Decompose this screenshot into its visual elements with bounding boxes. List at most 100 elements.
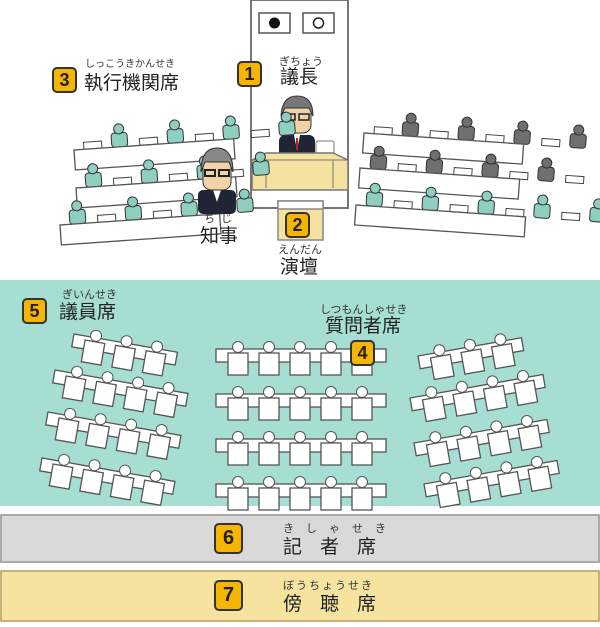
member-seat: [258, 341, 280, 376]
executive-person-icon: [278, 111, 296, 136]
member-desk-row: [44, 407, 182, 461]
member-seat: [351, 386, 373, 421]
executive-desk: [73, 138, 236, 171]
member-seat: [517, 415, 543, 452]
member-desk-row: [215, 476, 387, 511]
member-seat: [421, 386, 447, 423]
executive-person-icon: [84, 163, 103, 188]
executive-tier: [353, 182, 600, 238]
member-seat: [79, 459, 105, 496]
executive-person-icon: [236, 188, 254, 213]
questioner-number-badge: 4: [350, 340, 375, 366]
executive-label: 執行機関席: [84, 72, 180, 94]
press-seats-area: [0, 514, 600, 563]
executive-desk: [357, 167, 521, 200]
member-seats: [38, 329, 560, 511]
executive-person-icon: [589, 198, 600, 223]
gallery-ruby: ぼうちょうせき: [283, 579, 374, 592]
member-seat: [490, 333, 516, 370]
empty-seat: [564, 174, 585, 185]
members-number-badge: 5: [22, 298, 47, 324]
gallery-number-badge: 7: [214, 580, 243, 611]
executive-person-icon: [513, 120, 531, 145]
member-seat: [320, 476, 342, 511]
executive-seats-left: [59, 111, 296, 246]
member-seat: [486, 420, 512, 457]
executive-ruby: しっこうきかんせき: [85, 59, 175, 70]
members-ruby: ぎいんせき: [62, 288, 117, 301]
gallery-label: 傍聴席: [283, 593, 395, 615]
member-seat: [351, 431, 373, 466]
member-seat: [140, 469, 166, 507]
executive-person-icon: [533, 194, 551, 219]
member-seat: [429, 344, 455, 381]
executive-person-icon: [537, 157, 555, 182]
member-seat: [482, 375, 508, 412]
member-seat: [109, 464, 135, 501]
executive-tier: [361, 112, 587, 165]
member-desk-row: [70, 329, 179, 377]
member-seat: [320, 386, 342, 421]
chair-ruby: ぎちょう: [279, 55, 323, 68]
executive-person-icon: [369, 145, 388, 171]
executive-desk: [75, 176, 238, 209]
member-seat: [351, 476, 373, 511]
executive-desk: [59, 213, 222, 246]
member-seat: [258, 431, 280, 466]
member-seat: [289, 476, 311, 511]
member-seat: [258, 386, 280, 421]
member-desk-row: [215, 386, 387, 421]
member-desk-row: [51, 365, 189, 419]
member-seat: [289, 386, 311, 421]
governor-person-icon: [198, 147, 236, 214]
executive-person-icon: [110, 123, 129, 148]
members-label: 議員席: [59, 301, 117, 323]
member-seat: [527, 456, 553, 493]
executive-person-icon: [569, 124, 587, 149]
governor-label: 知事: [200, 225, 239, 247]
podium-label: 演壇: [280, 256, 319, 278]
empty-seat: [250, 128, 271, 139]
executive-seats-right: [353, 112, 600, 238]
questioner-ruby: しつもんしゃせき: [320, 303, 408, 316]
member-seat: [115, 418, 141, 455]
member-seat: [452, 380, 478, 417]
executive-person-icon: [180, 192, 198, 217]
executive-person-icon: [425, 149, 444, 175]
member-seat: [258, 476, 280, 511]
member-seat: [227, 386, 249, 421]
member-seat: [153, 381, 179, 419]
member-seat: [320, 431, 342, 466]
executive-person-icon: [252, 151, 270, 176]
executive-person-icon: [421, 186, 440, 212]
empty-seat: [541, 137, 561, 148]
executive-number-badge: 3: [52, 67, 77, 93]
member-seat: [54, 407, 80, 444]
executive-person-icon: [481, 153, 499, 178]
member-seat: [513, 370, 539, 407]
member-seat: [456, 425, 482, 462]
member-seat: [122, 376, 148, 413]
member-seat: [496, 461, 522, 498]
member-desk-row: [413, 415, 550, 468]
press-ruby: きしゃせき: [283, 522, 398, 535]
member-desk-row: [417, 333, 525, 381]
member-seat: [289, 341, 311, 376]
chair-number-badge: 1: [237, 61, 262, 87]
member-desk-row: [409, 370, 546, 423]
podium-number-badge: 2: [285, 212, 310, 238]
executive-person-icon: [401, 112, 420, 138]
member-desk-row: [38, 453, 176, 507]
member-seat: [111, 335, 137, 372]
member-desk-row: [215, 431, 387, 466]
podium-ruby: えんだん: [278, 243, 322, 256]
member-seat: [85, 413, 111, 450]
member-seat: [289, 431, 311, 466]
chair-label: 議長: [280, 66, 319, 88]
executive-person-icon: [166, 119, 185, 144]
member-desk-row: [423, 456, 560, 509]
member-seat: [146, 423, 172, 461]
member-seat: [320, 341, 342, 376]
